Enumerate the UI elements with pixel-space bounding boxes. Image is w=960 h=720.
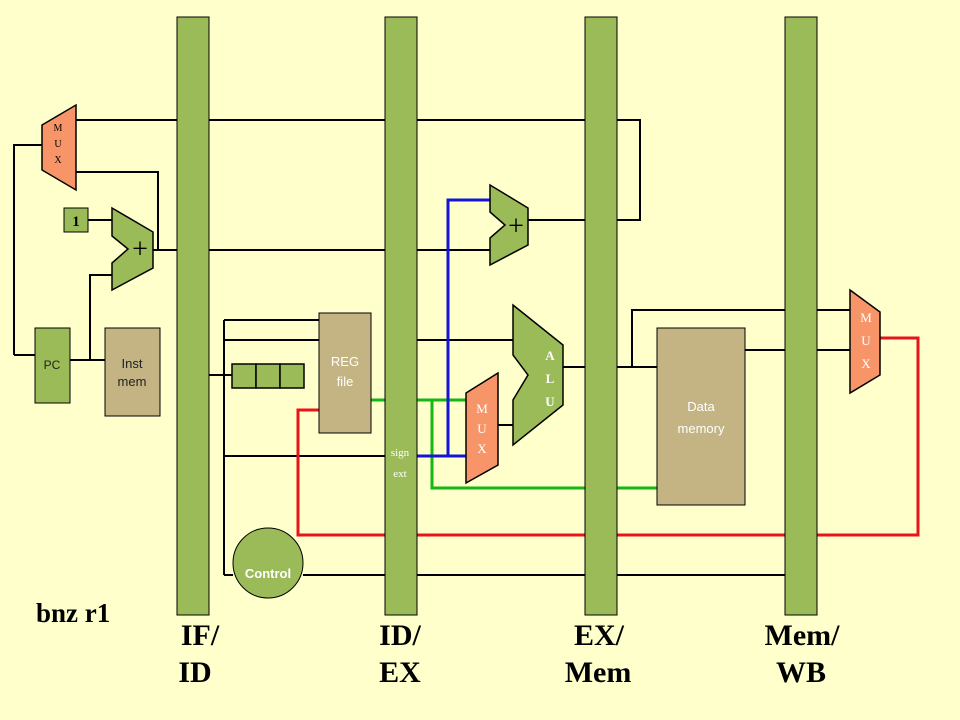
svg-text:U: U (861, 333, 871, 348)
label-ex-mem-line1: EX/ (574, 619, 625, 652)
constant-one: 1 (63, 207, 89, 233)
svg-text:M: M (476, 401, 488, 416)
svg-text:U: U (54, 139, 62, 150)
svg-text:ext: ext (393, 468, 406, 480)
label-if-id-line2: ID (178, 656, 211, 689)
branch-adder: + (489, 183, 529, 267)
svg-text:+: + (508, 211, 524, 242)
pipeline-register-if-id (176, 16, 210, 616)
writeback-mux: M U X (849, 288, 881, 395)
svg-text:REG: REG (331, 354, 359, 369)
pc-mux: M U X (41, 103, 77, 192)
pc-adder: + (111, 206, 154, 292)
sign-extend: sign ext (391, 447, 410, 480)
pipeline-register-labels: IF/ ID ID/ EX EX/ Mem Mem/ WB (178, 619, 840, 689)
instruction-fields (231, 363, 305, 389)
blue-branch-offset-wire (446, 198, 490, 456)
svg-text:A: A (545, 348, 555, 363)
control-unit: Control (232, 527, 304, 599)
svg-text:mem: mem (118, 374, 147, 389)
black-wires (13, 119, 850, 576)
alu-input-mux: M U X (465, 371, 499, 485)
label-mem-wb-line1: Mem/ (765, 619, 841, 652)
instruction-memory: Inst mem (104, 327, 161, 417)
label-id-ex-line1: ID/ (379, 619, 421, 652)
instruction-label: bnz r1 (36, 598, 110, 628)
svg-text:U: U (477, 421, 487, 436)
alu: A L U (512, 303, 564, 447)
pipeline-register-ex-mem (584, 16, 618, 616)
svg-text:Inst: Inst (122, 356, 143, 371)
svg-text:sign: sign (391, 447, 410, 459)
register-file: REG file (318, 312, 372, 434)
svg-text:L: L (546, 371, 555, 386)
svg-text:M: M (54, 123, 63, 134)
data-memory: Data memory (656, 327, 746, 506)
label-if-id-line1: IF/ (181, 619, 220, 652)
svg-text:Control: Control (245, 566, 291, 581)
label-mem-wb-line2: WB (776, 656, 826, 689)
svg-text:M: M (860, 310, 872, 325)
svg-text:PC: PC (44, 358, 61, 372)
svg-text:1: 1 (72, 214, 80, 230)
svg-text:file: file (337, 374, 354, 389)
pipeline-register-mem-wb (784, 16, 818, 616)
svg-text:Data: Data (687, 399, 715, 414)
svg-text:memory: memory (678, 421, 725, 436)
svg-text:+: + (132, 234, 148, 265)
svg-text:X: X (861, 356, 871, 371)
pc-register: PC (34, 327, 71, 404)
svg-text:U: U (545, 394, 555, 409)
svg-text:X: X (477, 441, 487, 456)
label-ex-mem-line2: Mem (565, 656, 632, 689)
label-id-ex-line2: EX (379, 656, 421, 689)
green-store-wire (430, 400, 657, 490)
pipeline-register-id-ex (384, 16, 418, 616)
svg-text:X: X (54, 155, 62, 166)
